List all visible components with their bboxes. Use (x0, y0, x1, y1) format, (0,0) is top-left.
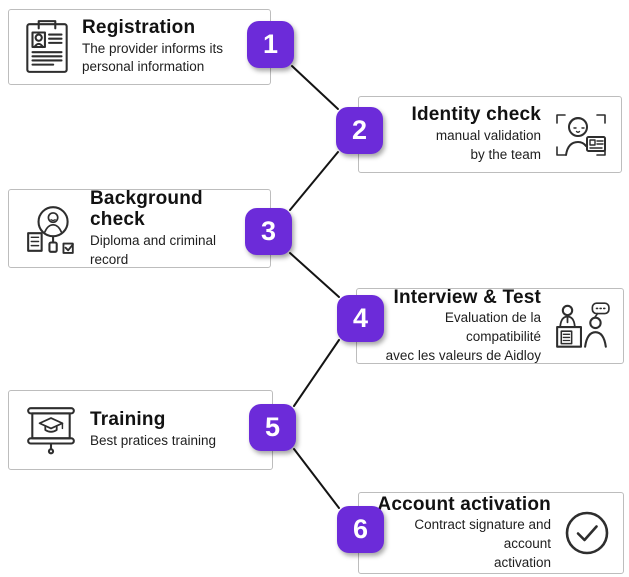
step-subtitle: Diploma and criminal record (90, 233, 217, 267)
step-subtitle: Contract signature and account activatio… (414, 517, 551, 570)
connector-line-2-3 (289, 151, 339, 211)
step-subtitle: The provider informs its personal inform… (82, 40, 224, 75)
step-title: Registration (82, 16, 196, 38)
step-card-background-check: Background check Diploma and criminal re… (8, 187, 271, 268)
step-badge-3: 3 (245, 208, 292, 255)
step-subtitle: Best pratices training (90, 433, 217, 449)
step-title: Interview & Test (393, 286, 541, 308)
check-circle-icon (563, 509, 611, 557)
registration-document-icon (24, 18, 70, 76)
step-card-training: Training Best pratices training (8, 390, 273, 470)
step-title: Training (90, 409, 166, 431)
step-card-interview-test: Interview & Test Evaluation de la compat… (356, 286, 624, 364)
connector-line-3-4 (289, 252, 340, 298)
step-card-registration: Registration The provider informs its pe… (8, 9, 271, 85)
step-badge-6: 6 (337, 506, 384, 553)
background-check-magnifier-icon (24, 202, 78, 256)
step-card-account-activation: Account activation Contract signature an… (358, 492, 624, 574)
step-title: Account activation (377, 493, 551, 515)
interview-people-icon (553, 301, 611, 351)
training-board-icon (24, 405, 78, 455)
step-card-identity-check: Identity check manual validation by the … (358, 96, 622, 173)
step-subtitle: Evaluation de la compatibilité avec les … (385, 310, 541, 363)
connector-line-1-2 (291, 65, 339, 110)
step-badge-1: 1 (247, 21, 294, 68)
step-subtitle: manual validation by the team (435, 128, 541, 162)
step-badge-5: 5 (249, 404, 296, 451)
step-title: Identity check (411, 104, 541, 126)
step-badge-4: 4 (337, 295, 384, 342)
step-badge-2: 2 (336, 107, 383, 154)
connector-line-4-5 (293, 339, 340, 407)
identity-scan-icon (553, 110, 609, 160)
connector-line-5-6 (293, 448, 340, 509)
step-title: Background check (90, 187, 203, 231)
